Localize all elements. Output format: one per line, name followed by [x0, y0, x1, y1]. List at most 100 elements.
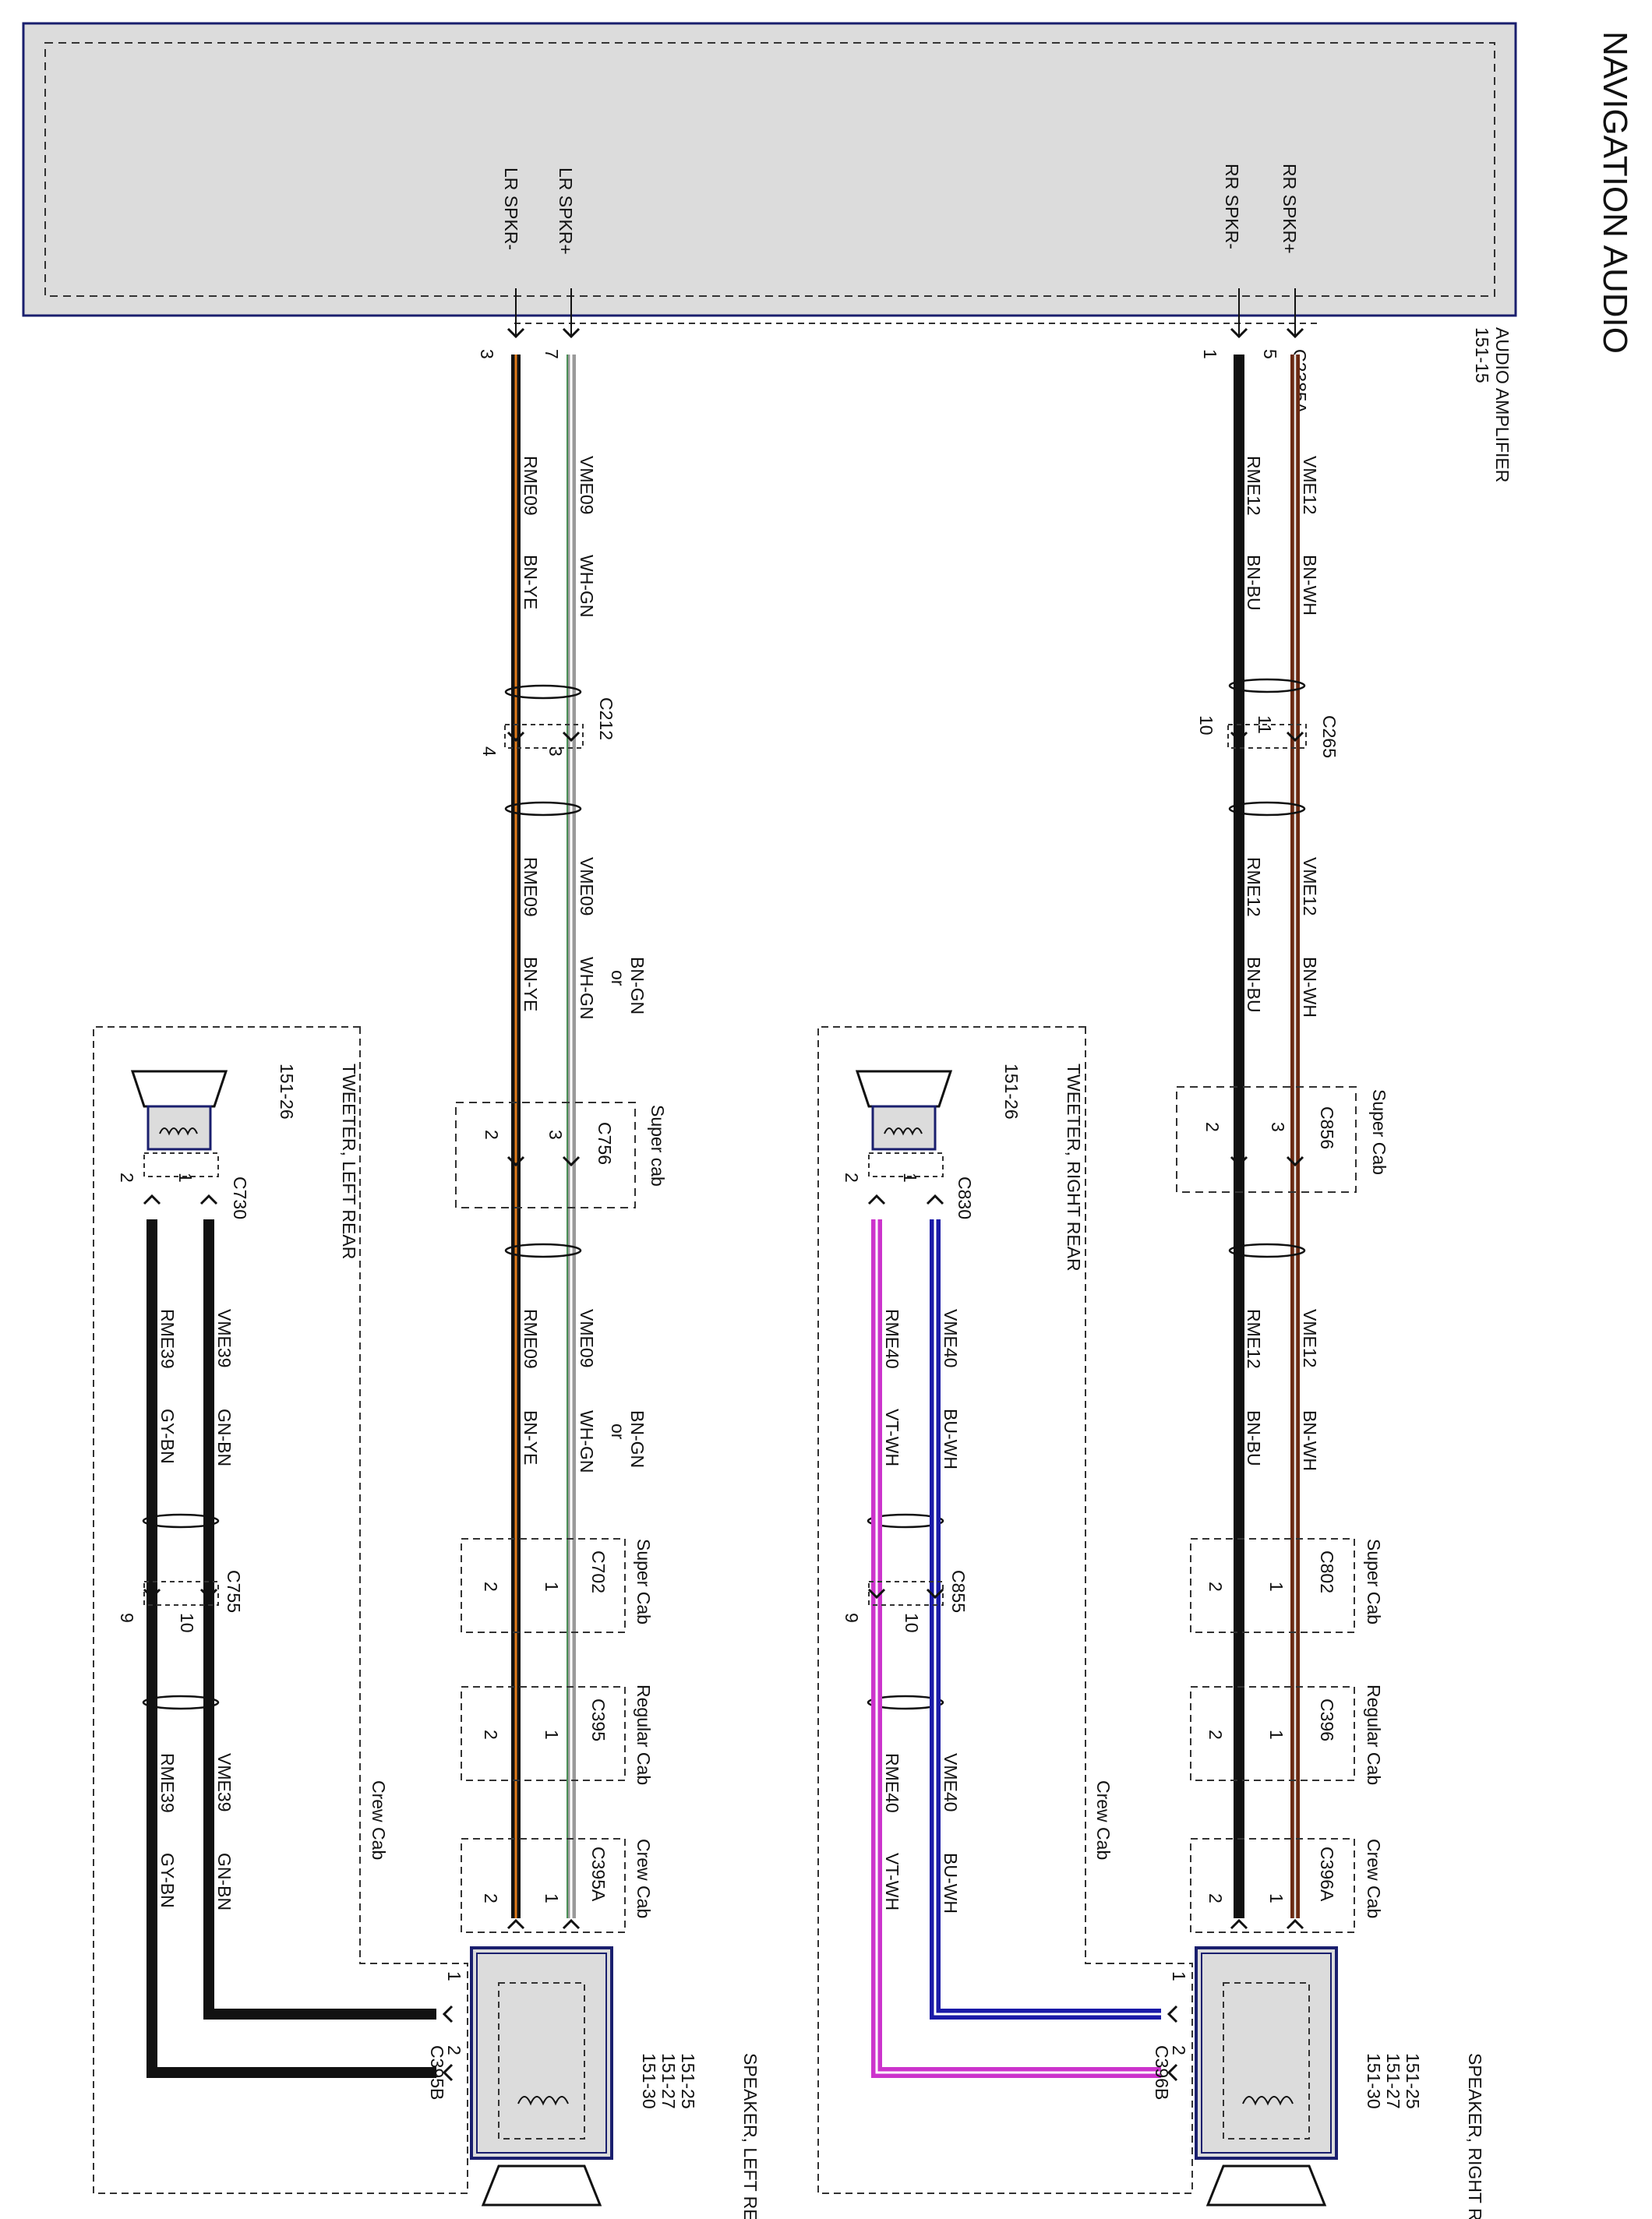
rr-pos-circuit-3: VME12: [1300, 1309, 1320, 1367]
left-speaker-ref-2: 151-27: [658, 2053, 679, 2109]
rr-pos-color: BN-WH: [1300, 555, 1320, 616]
c702-connector: Super Cab C702 1 2: [461, 1538, 654, 1633]
c802-name: C802: [1317, 1550, 1337, 1593]
c396-pin-1: 1: [1266, 1730, 1287, 1740]
c265-pin-11: 11: [1255, 715, 1275, 734]
left-speaker-icon: [470, 1946, 613, 2207]
c395-pin-1: 1: [542, 1730, 562, 1740]
left-crew-cab-region: Crew Cab: [93, 1026, 468, 2194]
harness-arrows: [507, 327, 1304, 1930]
c212-pin-3: 3: [545, 746, 566, 757]
c856-label: C856: [1317, 1106, 1337, 1149]
amp-pin-label-rr-pos: RR SPKR+: [1280, 164, 1300, 254]
audio-amplifier: [22, 22, 1517, 324]
lt-pos-circuit-2: VME39: [214, 1753, 235, 1812]
c395-connector: Regular Cab C395 1 2: [461, 1685, 654, 1785]
c855-label: C855: [948, 1570, 969, 1613]
lr-neg-color-2: BN-YE: [521, 957, 541, 1011]
lt-pos-color-2: GN-BN: [214, 1853, 235, 1910]
right-speaker-label: SPEAKER, RIGHT REAR 151-25 151-27 151-30: [1364, 2053, 1485, 2219]
rt-neg-circuit: RME40: [882, 1309, 902, 1369]
amplifier-label-group: AUDIO AMPLIFIER 151-15: [1472, 327, 1513, 482]
left-speaker-label: SPEAKER, LEFT REAR 151-25 151-27 151-30: [639, 2053, 761, 2219]
c395a-pin-1: 1: [542, 1893, 562, 1903]
c830-pin-2: 2: [842, 1173, 862, 1183]
c756-pin-3: 3: [545, 1130, 566, 1140]
rr-neg-circuit-3: RME12: [1244, 1309, 1264, 1369]
rr-pos-circuit: VME12: [1300, 456, 1320, 514]
c730-pin-1: 1: [175, 1173, 196, 1183]
right-tweeter-wire-labels: VME40 BU-WH RME40 VT-WH VME40 BU-WH RME4…: [882, 1309, 961, 1914]
wire-left-tweeter-pos: [203, 1219, 436, 2020]
lr-pos-circuit-2: VME09: [577, 857, 597, 915]
rr-pos-color-3: BN-WH: [1300, 1410, 1320, 1471]
right-wire-labels-seg1: VME12 BN-WH RME12 BN-BU: [1244, 456, 1320, 616]
c396b-pin-2: 2: [1169, 2045, 1189, 2055]
rt-pos-color: BU-WH: [941, 1409, 961, 1469]
c756-connector: Super cab C756 3 2: [455, 1102, 668, 1208]
rr-neg-circuit-2: RME12: [1244, 857, 1264, 917]
lr-pos-color-3: WH-GN: [577, 1410, 597, 1473]
c396a-pin-1: 1: [1266, 1893, 1287, 1903]
c856-connector: Super Cab C856 3 2: [1176, 1086, 1389, 1193]
c395b-pin-2: 2: [444, 2045, 464, 2055]
amp-pin-label-rr-neg: RR SPKR-: [1222, 164, 1242, 249]
left-tweeter-ref: 151-26: [277, 1064, 297, 1120]
c802-pin-1: 1: [1266, 1582, 1287, 1592]
lr-pos-alt-color-3: BN-GN: [627, 1410, 648, 1468]
amp-pin-lr-neg: 3: [477, 349, 497, 359]
c395-cab: Regular Cab: [634, 1685, 654, 1785]
c395a-pin-2: 2: [481, 1893, 501, 1903]
wire-left-tweeter-neg: [146, 1219, 436, 2078]
c396-cab: Regular Cab: [1364, 1685, 1384, 1785]
c702-cab: Super Cab: [634, 1539, 654, 1625]
c756-label: C756: [595, 1122, 615, 1165]
lr-neg-circuit-3: RME09: [521, 1309, 541, 1369]
c265-connector: C265 11 10: [1196, 715, 1340, 758]
lr-pos-color-2: WH-GN: [577, 957, 597, 1019]
right-wire-labels-seg3: VME12 BN-WH RME12 BN-BU: [1244, 1309, 1320, 1471]
rt-pos-circuit-2: VME40: [941, 1753, 961, 1812]
rt-pos-color-2: BU-WH: [941, 1853, 961, 1914]
c755-connector: C755 10 9: [117, 1570, 244, 1633]
right-crew-cab-region: Crew Cab: [817, 1026, 1193, 2194]
amp-pin-lr-pos: 7: [542, 349, 562, 359]
c396a-name: C396A: [1317, 1847, 1337, 1902]
lt-neg-circuit: RME39: [157, 1309, 178, 1369]
rt-pos-circuit: VME40: [941, 1309, 961, 1367]
c396-pin-2: 2: [1205, 1730, 1226, 1740]
left-speaker-ref-3: 151-30: [639, 2053, 659, 2109]
c396b-pin-1: 1: [1169, 1971, 1189, 1981]
wire-lr-positive: [567, 288, 576, 1918]
wire-right-tweeter-neg: [871, 1219, 1161, 2078]
lr-alt-word-3: or: [608, 1423, 628, 1440]
c755-label: C755: [224, 1570, 244, 1613]
right-speaker-ref-3: 151-30: [1364, 2053, 1384, 2109]
left-tweeter-wire-labels: VME39 GN-BN RME39 GY-BN VME39 GN-BN RME3…: [157, 1309, 235, 1910]
c755-pin-10: 10: [177, 1613, 197, 1633]
c396-name: C396: [1317, 1699, 1337, 1741]
c730-label: C730: [230, 1177, 250, 1219]
rr-pos-color-2: BN-WH: [1300, 957, 1320, 1018]
c755-pin-9: 9: [117, 1613, 137, 1623]
lr-alt-word-2: or: [608, 970, 628, 986]
amplifier-name: AUDIO AMPLIFIER: [1492, 327, 1513, 482]
rr-neg-color-3: BN-BU: [1244, 1410, 1264, 1466]
right-speaker-ref-2: 151-27: [1383, 2053, 1403, 2109]
lr-neg-color-3: BN-YE: [521, 1410, 541, 1465]
right-tweeter-ref: 151-26: [1001, 1064, 1022, 1120]
c702-pin-1: 1: [542, 1582, 562, 1592]
c830-label: C830: [955, 1177, 975, 1219]
c396a-cab: Crew Cab: [1364, 1839, 1384, 1918]
c212-label: C212: [596, 697, 616, 740]
left-tweeter-label: TWEETER, LEFT REAR 151-26: [277, 1064, 359, 1259]
rr-neg-circuit: RME12: [1244, 456, 1264, 516]
lr-neg-circuit: RME09: [521, 456, 541, 516]
c756-cab-label: Super cab: [648, 1105, 668, 1187]
c830-pin-1: 1: [900, 1173, 920, 1183]
left-tweeter-icon: [130, 1070, 228, 1177]
lr-pos-alt-color-2: BN-GN: [627, 957, 648, 1014]
c396a-pin-2: 2: [1205, 1893, 1226, 1903]
c265-pin-10: 10: [1196, 715, 1216, 736]
c212-pin-4: 4: [479, 746, 499, 757]
